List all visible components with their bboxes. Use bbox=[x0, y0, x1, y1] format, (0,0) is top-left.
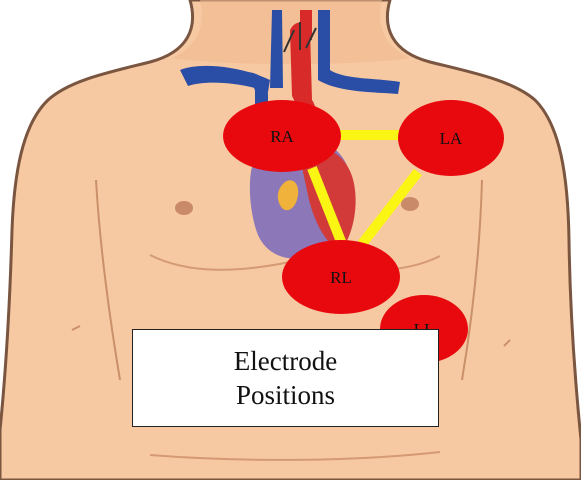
electrode-ra: RA bbox=[223, 100, 341, 172]
caption-line-1: Electrode bbox=[234, 344, 337, 378]
electrode-la-label: LA bbox=[440, 129, 463, 148]
caption-box: Electrode Positions bbox=[132, 329, 439, 427]
caption-line-2: Positions bbox=[236, 378, 335, 412]
right-nipple bbox=[175, 201, 193, 215]
electrode-la: LA bbox=[398, 100, 504, 176]
electrode-rl: RL bbox=[282, 240, 400, 314]
electrode-rl-label: RL bbox=[330, 268, 352, 287]
electrode-ra-label: RA bbox=[270, 127, 294, 146]
left-nipple bbox=[401, 197, 419, 211]
